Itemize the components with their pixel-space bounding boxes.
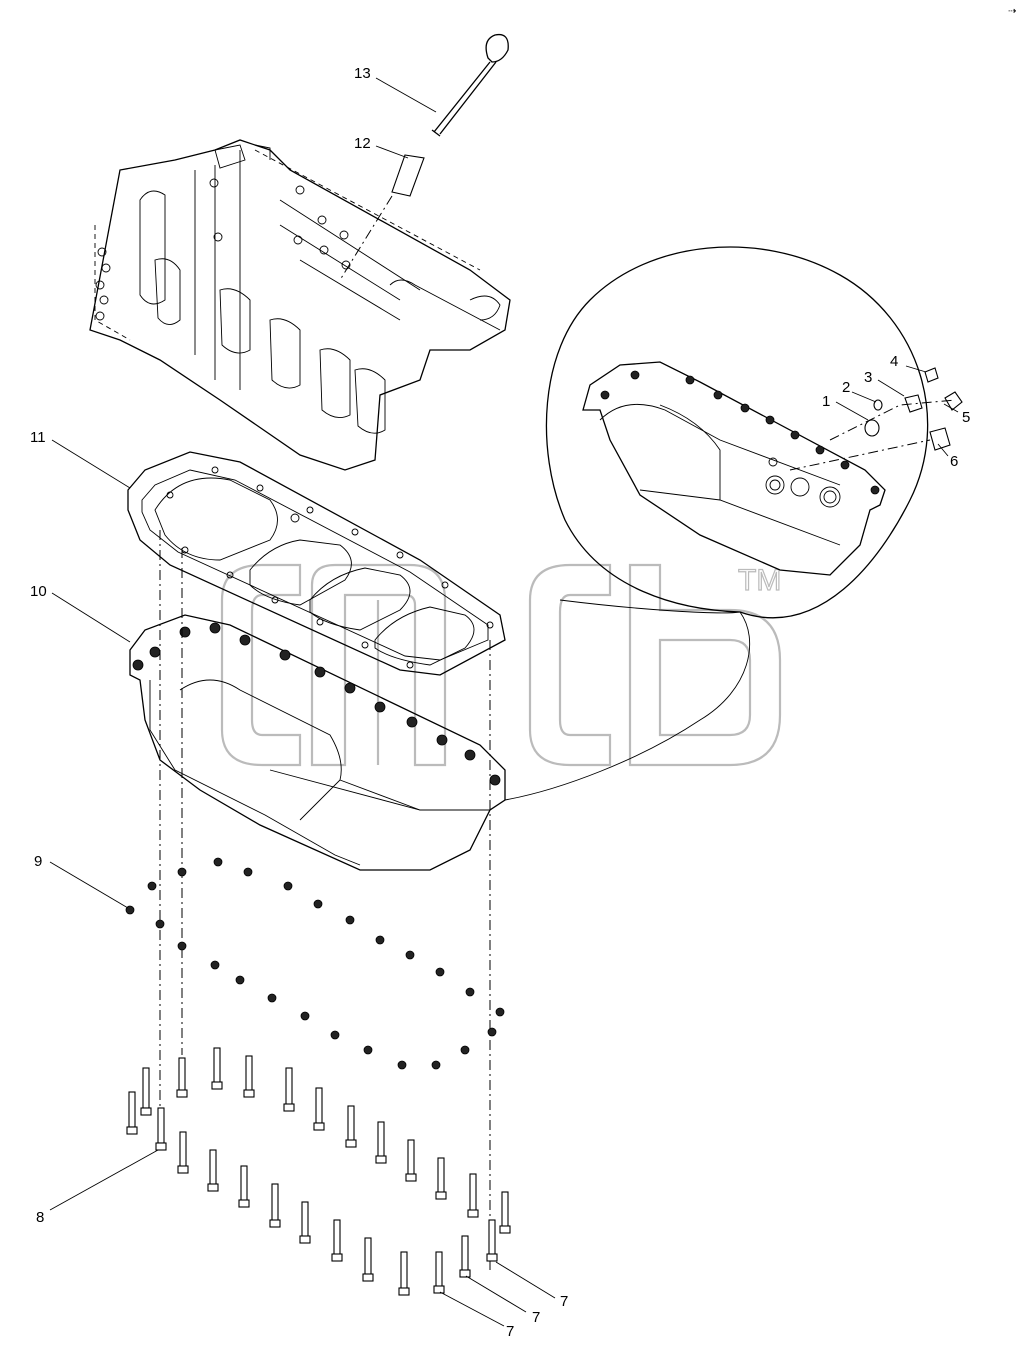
corner-mark: ⇢ bbox=[1008, 6, 1016, 17]
callout-3: 3 bbox=[864, 369, 872, 386]
assembly-centerlines bbox=[159, 530, 491, 1270]
callout-5: 5 bbox=[962, 409, 970, 426]
engine-block bbox=[89, 139, 511, 471]
callout-8: 8 bbox=[36, 1209, 44, 1226]
watermark-tm: TM bbox=[738, 564, 781, 597]
callout-labels: 13 12 11 10 9 8 7 7 7 1 2 3 4 5 6 bbox=[30, 65, 970, 1340]
oil-pan-gasket bbox=[127, 451, 506, 676]
callout-11: 11 bbox=[30, 429, 46, 446]
callout-9: 9 bbox=[34, 853, 42, 870]
detail-oil-pan bbox=[582, 361, 886, 576]
oil-pan bbox=[129, 614, 506, 871]
callout-7-a: 7 bbox=[560, 1293, 568, 1310]
leader-lines bbox=[49, 77, 959, 1327]
watermark-logo: TM bbox=[220, 563, 782, 767]
washers-9 bbox=[125, 857, 505, 1070]
detail-view bbox=[504, 246, 963, 801]
dipstick bbox=[431, 33, 509, 137]
callout-13: 13 bbox=[354, 65, 371, 82]
callout-6: 6 bbox=[950, 453, 958, 470]
callout-7-c: 7 bbox=[506, 1323, 514, 1340]
callout-12: 12 bbox=[354, 135, 371, 152]
callout-2: 2 bbox=[842, 379, 850, 396]
callout-7-b: 7 bbox=[532, 1309, 540, 1326]
callout-10: 10 bbox=[30, 583, 47, 600]
callout-4: 4 bbox=[890, 353, 898, 370]
callout-1: 1 bbox=[822, 393, 830, 410]
detail-parts bbox=[789, 367, 963, 471]
bolts-7-8 bbox=[126, 1047, 511, 1296]
dipstick-tube bbox=[339, 154, 425, 281]
